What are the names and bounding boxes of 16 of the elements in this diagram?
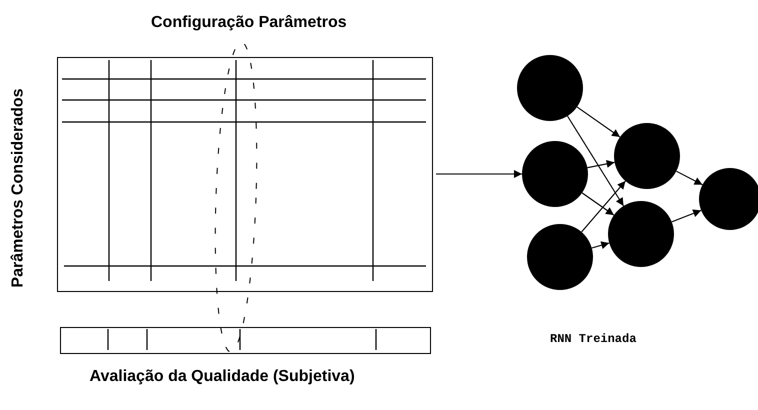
arrow xyxy=(576,106,620,138)
neuron-circle xyxy=(614,123,680,189)
arrow xyxy=(566,116,624,206)
arrow xyxy=(436,170,522,178)
network-caption: RNN Treinada xyxy=(550,332,636,346)
table-title: Configuração Parâmetros xyxy=(151,14,347,32)
arrow xyxy=(672,210,702,222)
arrow xyxy=(581,180,626,232)
arrow xyxy=(676,170,703,186)
quality-rating-bar xyxy=(60,327,431,354)
parameter-table xyxy=(57,57,433,292)
arrow xyxy=(582,192,614,216)
arrow xyxy=(587,160,615,168)
axis-title: Parâmetros Considerados xyxy=(9,88,28,288)
rating-title: Avaliação da Qualidade (Subjetiva) xyxy=(90,368,355,386)
arrow xyxy=(592,241,610,250)
